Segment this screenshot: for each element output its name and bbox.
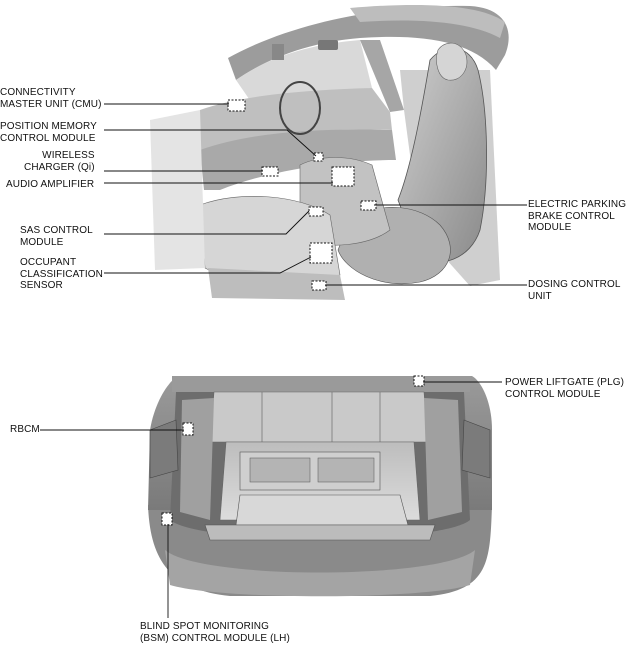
rbcm-label: RBCM xyxy=(10,424,40,435)
epb-module-marker xyxy=(360,200,377,211)
cmu-module-marker xyxy=(227,99,246,112)
wireless-charger-marker xyxy=(261,166,279,177)
plg-module-marker xyxy=(413,375,425,387)
rbcm-marker xyxy=(182,422,194,436)
bsm-label: BLIND SPOT MONITORING (BSM) CONTROL MODU… xyxy=(140,621,290,644)
sas-module-marker xyxy=(308,206,324,217)
cmu-label: CONNECTIVITY MASTER UNIT (CMU) xyxy=(0,87,102,110)
dosing-label: DOSING CONTROL UNIT xyxy=(528,279,621,302)
position-memory-label: POSITION MEMORY CONTROL MODULE xyxy=(0,121,97,144)
sas-label: SAS CONTROL MODULE xyxy=(20,225,93,248)
occupant-sensor-marker xyxy=(309,242,333,264)
position-memory-leader xyxy=(104,129,317,157)
dosing-unit-marker xyxy=(311,280,327,291)
plg-label: POWER LIFTGATE (PLG) CONTROL MODULE xyxy=(505,377,625,400)
audio-amplifier-label: AUDIO AMPLIFIER xyxy=(6,179,95,190)
audio-amplifier-marker xyxy=(331,166,355,187)
wireless-charger-label: WIRELESS CHARGER (Qi) xyxy=(24,150,95,173)
rear-illustration xyxy=(148,376,492,597)
occupant-leader xyxy=(104,256,312,274)
interior-illustration xyxy=(150,4,509,300)
occupant-label: OCCUPANT CLASSIFICATION SENSOR xyxy=(20,257,103,291)
position-memory-module-marker xyxy=(313,152,324,162)
epb-label: ELECTRIC PARKING BRAKE CONTROL MODULE xyxy=(528,199,627,233)
bsm-module-marker xyxy=(161,512,173,526)
sas-leader xyxy=(104,210,310,235)
